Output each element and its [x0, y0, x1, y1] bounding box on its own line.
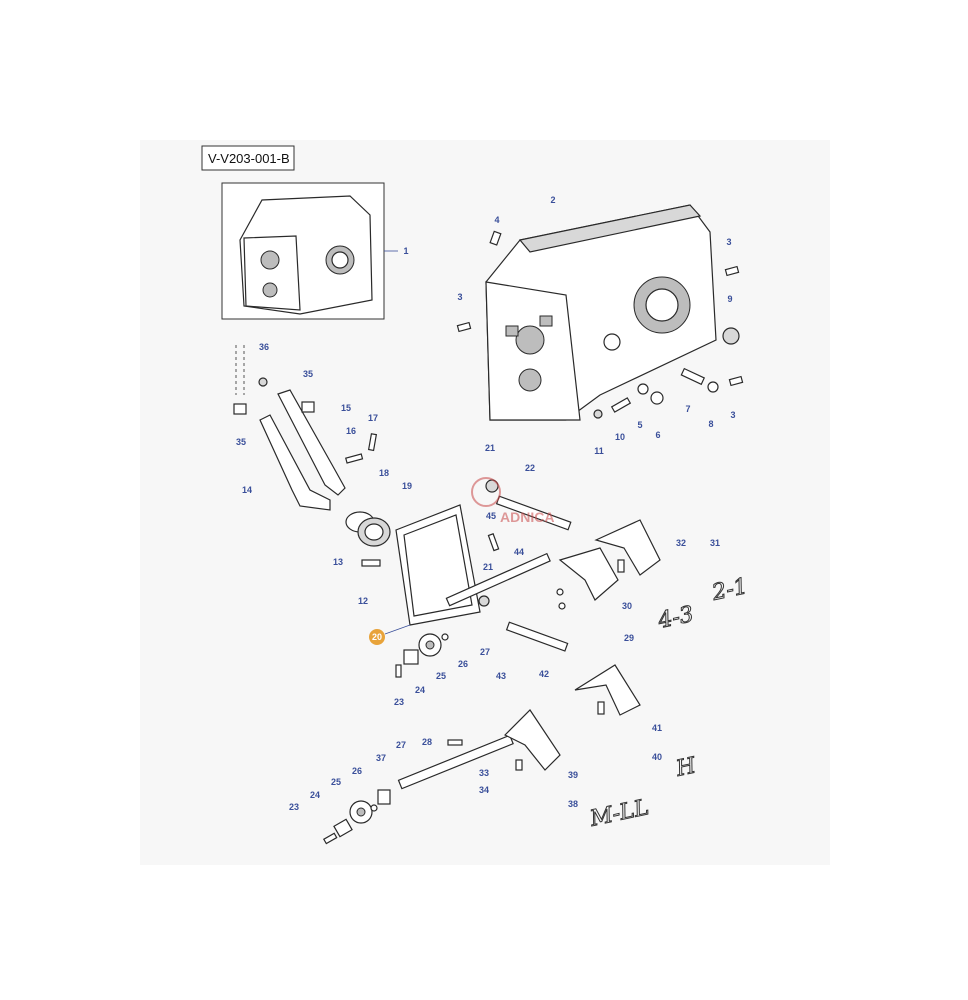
- watermark: ADNICA: [471, 477, 554, 525]
- ref-label-23: 23: [289, 802, 299, 812]
- ref-label-29: 29: [624, 633, 634, 643]
- ref-label-6: 6: [655, 430, 660, 440]
- gear-label-2-1: 2-1: [709, 574, 750, 606]
- ref-label-17: 17: [368, 413, 378, 423]
- ref-label-35: 35: [236, 437, 246, 447]
- ref-label-12: 12: [358, 596, 368, 606]
- ref-label-3: 3: [730, 410, 735, 420]
- ref-label-27: 27: [480, 647, 490, 657]
- ref-label-43: 43: [496, 671, 506, 681]
- ref-label-24: 24: [415, 685, 425, 695]
- ref-label-15: 15: [341, 403, 351, 413]
- ref-label-3: 3: [726, 237, 731, 247]
- shift-levers: [233, 345, 391, 547]
- inset-assembly-box: [221, 182, 398, 320]
- diagram-code-box: V-V203-001-B: [201, 145, 295, 171]
- ref-label-32: 32: [676, 538, 686, 548]
- ref-label-1: 1: [403, 246, 408, 256]
- ref-label-23: 23: [394, 697, 404, 707]
- ref-label-34: 34: [479, 785, 489, 795]
- highlighted-ref-badge: 20: [369, 624, 411, 645]
- ref-label-14: 14: [242, 485, 252, 495]
- gear-label-4-3: 4-3: [655, 602, 696, 634]
- ref-label-2: 2: [550, 195, 555, 205]
- ref-label-25: 25: [436, 671, 446, 681]
- ref-label-21: 21: [483, 562, 493, 572]
- ref-label-24: 24: [310, 790, 320, 800]
- ref-label-19: 19: [402, 481, 412, 491]
- detent-parts: [322, 633, 463, 845]
- ref-label-7: 7: [685, 404, 690, 414]
- reference-labels: 1233345678910111213141516171819212122232…: [236, 195, 736, 812]
- ref-label-10: 10: [615, 432, 625, 442]
- ref-label-8: 8: [708, 419, 713, 429]
- ref-label-28: 28: [422, 737, 432, 747]
- ref-label-27: 27: [396, 740, 406, 750]
- ref-label-41: 41: [652, 723, 662, 733]
- ref-label-25: 25: [331, 777, 341, 787]
- ref-label-31: 31: [710, 538, 720, 548]
- ref-label-5: 5: [637, 420, 642, 430]
- watermark-text: ADNICA: [500, 509, 554, 525]
- ref-label-37: 37: [376, 753, 386, 763]
- ref-label-9: 9: [727, 294, 732, 304]
- ref-label-40: 40: [652, 752, 662, 762]
- ref-label-35: 35: [303, 369, 313, 379]
- ref-label-11: 11: [594, 446, 604, 456]
- ref-label-44: 44: [514, 547, 524, 557]
- ref-label-26: 26: [458, 659, 468, 669]
- gear-shift-labels: 2-1 4-3 H M-LL: [587, 574, 751, 833]
- ref-label-42: 42: [539, 669, 549, 679]
- diagram-code: V-V203-001-B: [208, 151, 290, 166]
- ref-label-13: 13: [333, 557, 343, 567]
- ref-label-39: 39: [568, 770, 578, 780]
- shafts-and-forks: [397, 479, 661, 790]
- ref-label-3: 3: [457, 292, 462, 302]
- ref-label-4: 4: [494, 215, 499, 225]
- ref-label-21: 21: [485, 443, 495, 453]
- ref-label-33: 33: [479, 768, 489, 778]
- highlighted-ref-label: 20: [372, 632, 382, 642]
- transmission-housing: [485, 204, 717, 421]
- gear-label-h: H: [673, 753, 699, 782]
- ref-label-45: 45: [486, 511, 496, 521]
- ref-label-22: 22: [525, 463, 535, 473]
- ref-label-16: 16: [346, 426, 356, 436]
- ref-label-38: 38: [568, 799, 578, 809]
- ref-label-36: 36: [259, 342, 269, 352]
- ref-label-18: 18: [379, 468, 389, 478]
- gear-label-m-ll: M-LL: [587, 795, 651, 832]
- ref-label-26: 26: [352, 766, 362, 776]
- ref-label-30: 30: [622, 601, 632, 611]
- small-parts-right: [456, 230, 744, 419]
